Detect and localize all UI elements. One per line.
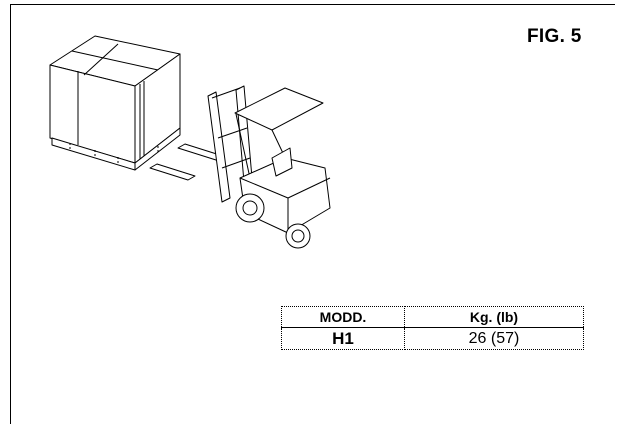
table-row: H1 26 (57): [281, 327, 584, 350]
model-cell: H1: [281, 327, 405, 350]
crate-icon: [49, 35, 181, 171]
weight-cell: 26 (57): [404, 327, 584, 350]
page-frame: [10, 4, 615, 424]
forklift-icon: [149, 85, 331, 249]
forklift-with-crate-icon: [49, 35, 331, 249]
spec-table: MODD. Kg. (lb) H1 26 (57): [281, 306, 584, 350]
figure-label: FIG. 5: [527, 26, 582, 47]
table-header-row: MODD. Kg. (lb): [281, 306, 584, 328]
column-header-weight: Kg. (lb): [404, 306, 584, 328]
column-header-model: MODD.: [281, 306, 405, 328]
